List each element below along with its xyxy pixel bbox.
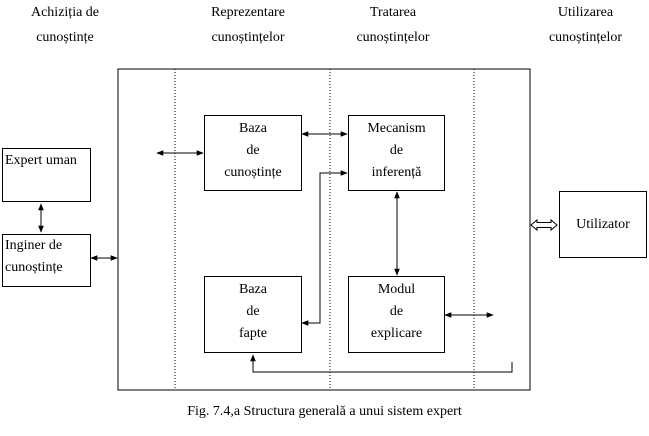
- header-representation: Reprezentare cunoștințelor: [211, 5, 285, 45]
- system-frame: [117, 68, 531, 391]
- knowledge-base-box: Baza de cunoștințe: [204, 115, 302, 191]
- expert-label: Expert uman: [5, 153, 77, 168]
- inference-engine-box: Mecanism de inferență: [348, 115, 445, 191]
- header-processing: Tratarea cunoștințelor: [356, 5, 430, 45]
- user-label: Utilizator: [576, 217, 630, 232]
- fact-base-box: Baza de fapte: [204, 276, 302, 353]
- inference-engine-label: Mecanism de inferență: [367, 121, 426, 180]
- header-acquisition: Achiziția de cunoștințe: [30, 5, 100, 45]
- fact-base-label: Baza de fapte: [239, 282, 267, 341]
- engineer-label: Inginer de cunoștințe: [5, 238, 63, 275]
- explanation-module-label: Modul de explicare: [370, 282, 423, 341]
- figure-caption: Fig. 7.4,a Structura generală a unui sis…: [187, 404, 462, 419]
- arrow-inference-facts: [301, 170, 348, 326]
- hollow-double-arrow: [530, 218, 558, 232]
- expert-box: Expert uman: [2, 148, 91, 202]
- engineer-box: Inginer de cunoștințe: [2, 234, 91, 287]
- user-box: Utilizator: [559, 191, 647, 258]
- explanation-module-box: Modul de explicare: [348, 276, 445, 353]
- knowledge-base-label: Baza de cunoștințe: [224, 121, 282, 180]
- header-usage: Utilizarea cunoștințelor: [548, 5, 623, 45]
- arrow-feedback-facts: [250, 354, 513, 373]
